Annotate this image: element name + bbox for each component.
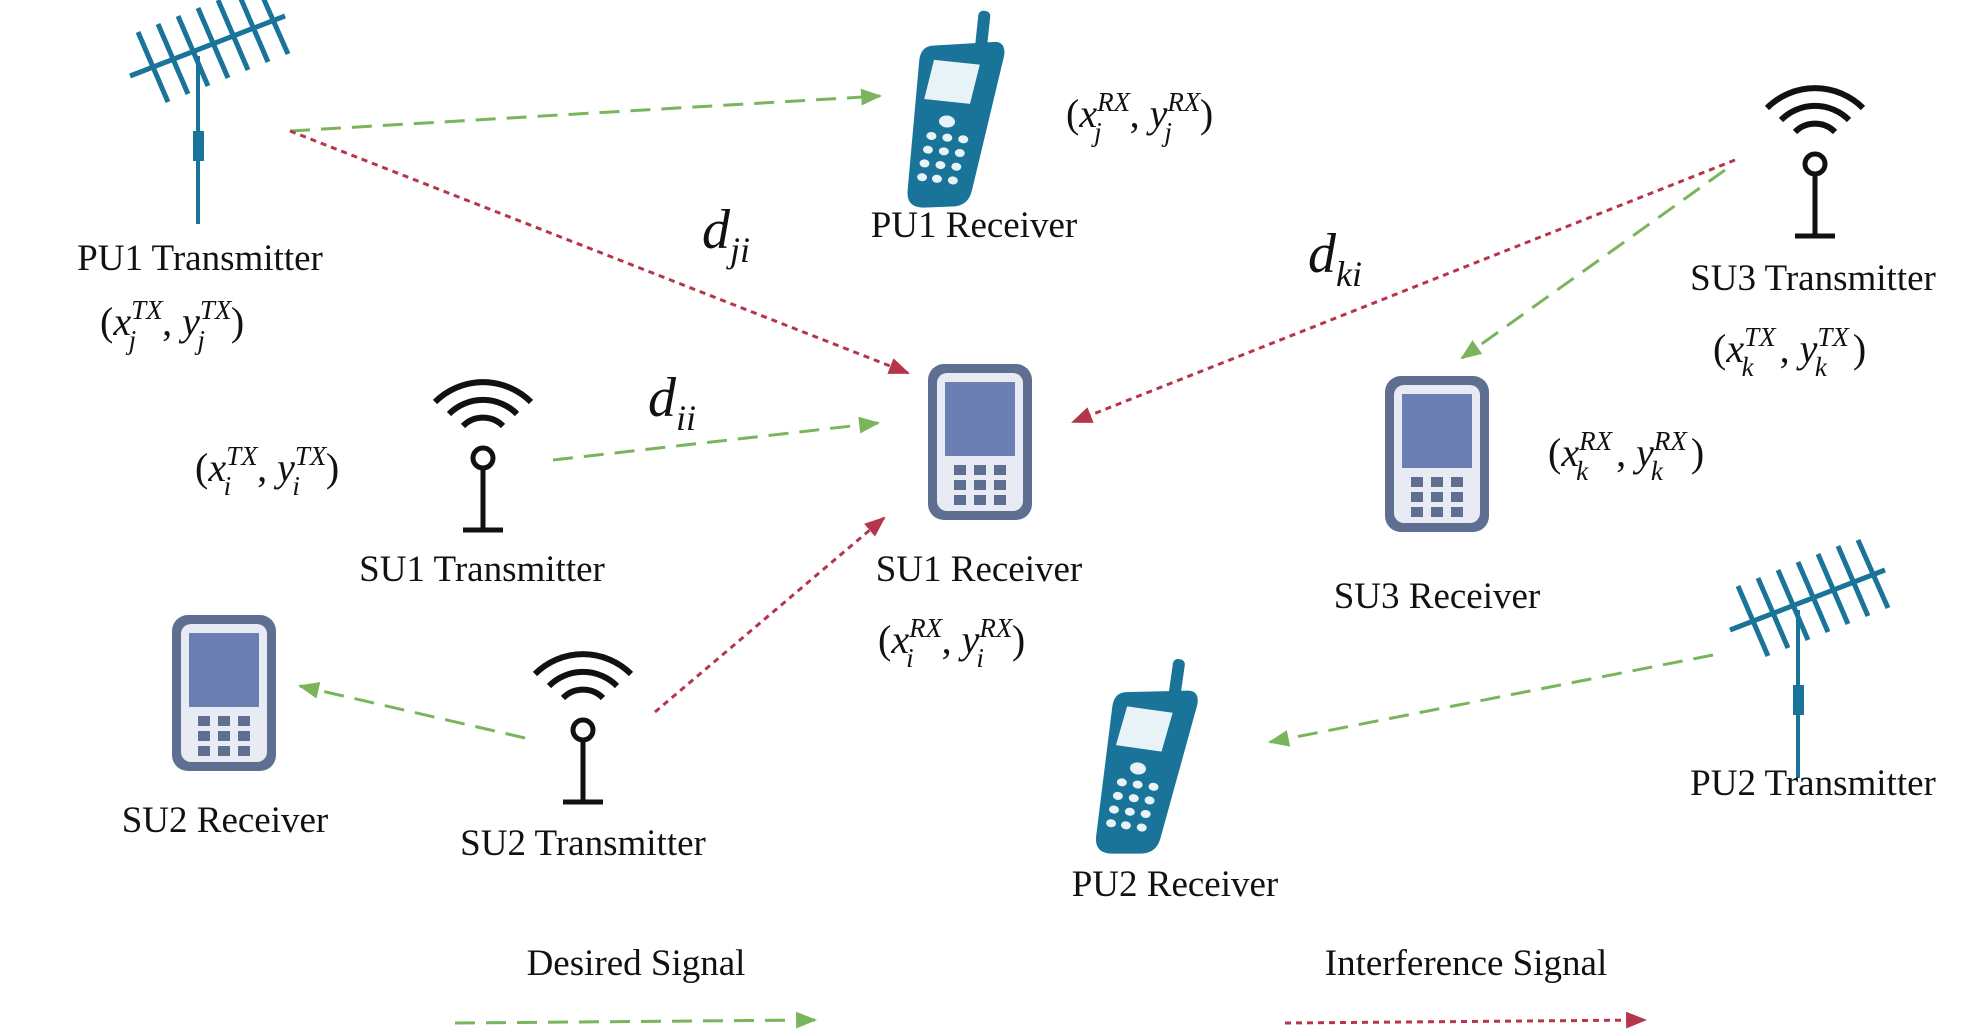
pu1-receiver-phone-icon (903, 4, 1009, 215)
link-pu2tx-pu2rx (1267, 653, 1714, 747)
link-pu1tx-pu1rx (289, 88, 883, 133)
distance-dki-label: dki (1308, 223, 1362, 294)
su2-transmitter-tower-icon (535, 654, 631, 802)
signal-links (289, 88, 1736, 747)
pu2-receiver-label: PU2 Receiver (1072, 864, 1279, 905)
legend-desired-arrow (454, 1011, 818, 1029)
pu2-transmitter-label: PU2 Transmitter (1690, 763, 1936, 804)
su2-receiver-label: SU2 Receiver (122, 800, 329, 841)
distance-dji-label: dji (702, 199, 750, 270)
link-su1tx-su1rx (552, 416, 881, 462)
distance-dii-label: dii (648, 367, 696, 438)
pu2-receiver-phone-icon (1091, 650, 1204, 863)
su1-receiver-device-icon (928, 364, 1032, 520)
su3-transmitter-tower-icon (1767, 88, 1863, 236)
su2-transmitter-label: SU2 Transmitter (460, 823, 706, 864)
su2-receiver-device-icon (172, 615, 276, 771)
pu2-transmitter-antenna-icon (1730, 540, 1888, 778)
su1-receiver-label: SU1 Receiver (876, 549, 1083, 590)
su1-transmitter-tower-icon (435, 382, 531, 530)
interference-su3tx-su1rx (1071, 158, 1736, 424)
pu1-transmitter-label: PU1 Transmitter (77, 238, 323, 279)
legend: Desired Signal Interference Signal (454, 943, 1648, 1029)
interference-su2tx-su1rx (654, 516, 886, 714)
legend-desired-label: Desired Signal (527, 943, 746, 984)
link-su3tx-su3rx (1460, 168, 1726, 360)
interference-pu1tx-su1rx (289, 129, 910, 375)
link-su2tx-su2rx (297, 682, 526, 740)
su3-receiver-label: SU3 Receiver (1334, 576, 1541, 617)
pu1-transmitter-antenna-icon (130, 0, 288, 224)
legend-interference-label: Interference Signal (1325, 943, 1608, 984)
su3-receiver-device-icon (1385, 376, 1489, 532)
pu1-receiver-label: PU1 Receiver (871, 205, 1078, 246)
su3-transmitter-label: SU3 Transmitter (1690, 258, 1936, 299)
su1-transmitter-label: SU1 Transmitter (359, 549, 605, 590)
legend-interference-arrow (1284, 1011, 1648, 1029)
